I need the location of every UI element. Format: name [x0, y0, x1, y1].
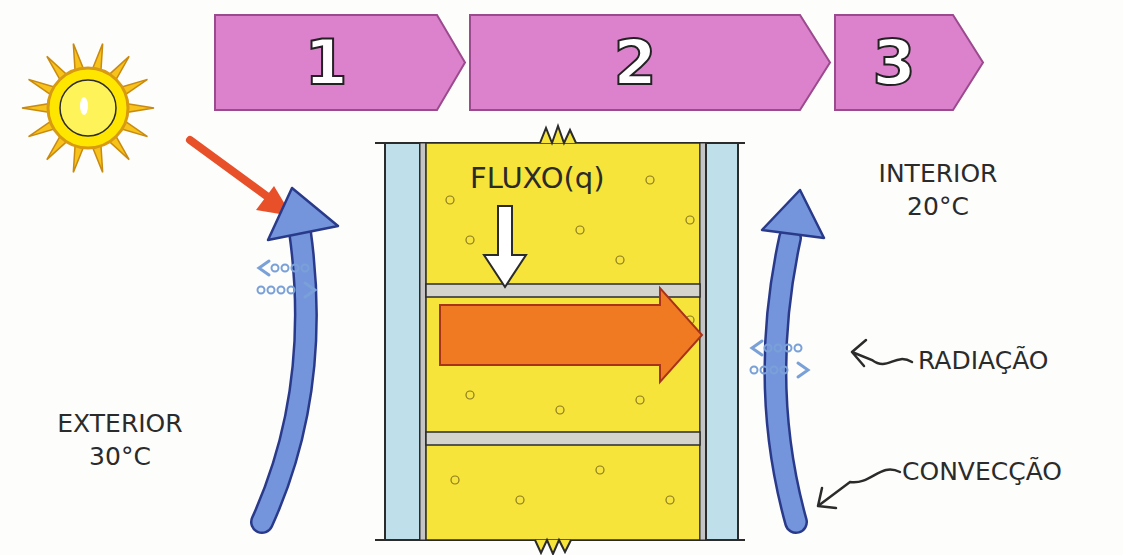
step-banner: 2 — [470, 15, 830, 110]
convection-arrow-exterior — [262, 188, 338, 522]
radiation-symbol — [751, 341, 809, 377]
step-banner: 3 — [835, 15, 983, 110]
wall — [375, 126, 745, 554]
flux-down-arrow — [484, 206, 526, 287]
heat-mode-label: RADIAÇÃO — [918, 345, 1118, 378]
radiation-symbol — [258, 261, 316, 297]
step-banner: 1 — [215, 15, 465, 110]
convection-arrow-interior — [762, 190, 824, 522]
flux-label: FLUXO(q) — [470, 161, 605, 195]
convection-pointer — [818, 469, 900, 508]
solar-ray-arrow — [190, 140, 292, 216]
step-number: 2 — [613, 32, 656, 94]
temperature-label: EXTERIOR 30°C — [40, 408, 200, 473]
step-number: 3 — [872, 32, 915, 94]
radiation-pointer — [852, 340, 912, 366]
heat-flux-arrow — [440, 288, 702, 382]
temperature-label: INTERIOR 20°C — [858, 158, 1018, 223]
step-number: 1 — [304, 32, 347, 94]
wall-section: FLUXO(q) — [375, 143, 745, 540]
heat-mode-label: CONVECÇÃO — [902, 456, 1117, 489]
sun — [22, 44, 154, 173]
